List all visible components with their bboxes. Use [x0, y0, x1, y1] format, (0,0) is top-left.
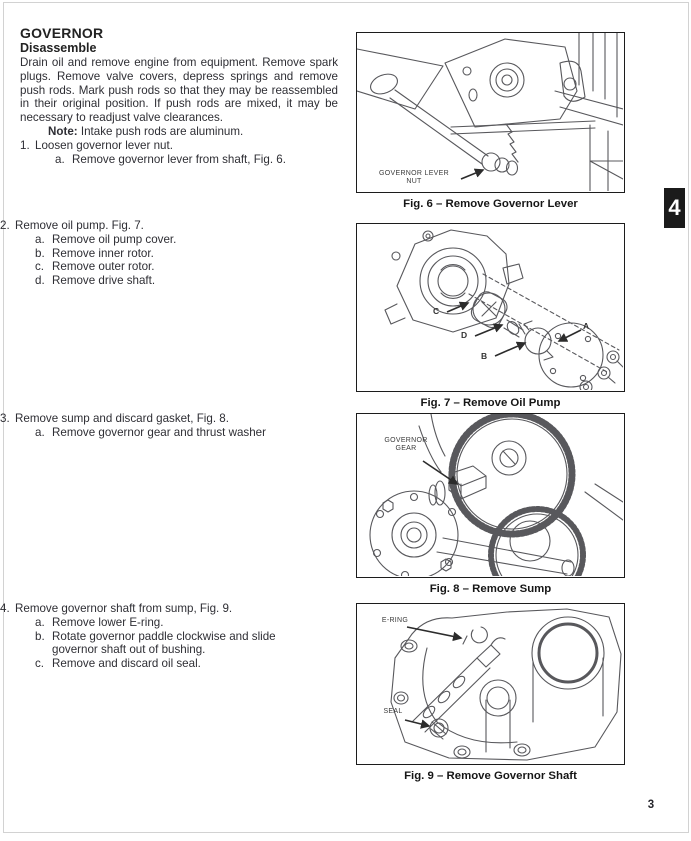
figure-9: E-RING SEAL Fig. 9 – Remove Governor Sha… — [356, 603, 625, 782]
step-4a: a.Remove lower E-ring. — [35, 615, 164, 629]
step-4c: c.Remove and discard oil seal. — [35, 657, 201, 671]
figure-8-drawing — [369, 414, 623, 576]
figure-caption: Fig. 7 – Remove Oil Pump — [420, 397, 561, 409]
callout-e-ring: E-RING — [381, 617, 409, 624]
figure-7-drawing — [384, 229, 623, 390]
step-2b: b.Remove inner rotor. — [35, 246, 154, 260]
callout-a: A — [583, 321, 590, 331]
step-3-block: 3.Remove sump and discard gasket, Fig. 8… — [0, 412, 318, 440]
callout-b: B — [481, 351, 488, 361]
figure-caption: Fig. 9 – Remove Governor Shaft — [404, 770, 577, 782]
step-3a: a.Remove governor gear and thrust washer — [35, 425, 266, 439]
step-2c: c.Remove outer rotor. — [35, 260, 155, 274]
figure-9-frame: E-RING SEAL — [356, 603, 625, 765]
text-column: GOVERNOR Disassemble Drain oil and remov… — [20, 25, 338, 166]
step-1a: a.Remove governor lever from shaft, Fig.… — [55, 152, 286, 166]
page-number: 3 — [647, 799, 655, 811]
figure-6-frame: GOVERNOR LEVER NUT — [356, 32, 625, 193]
step-2d: d.Remove drive shaft. — [35, 274, 156, 288]
callout-c: C — [433, 306, 440, 316]
page-title: GOVERNOR — [20, 25, 104, 41]
figure-7: C D B A Fig. 7 – Remove Oil Pump — [356, 223, 625, 409]
figure-6-drawing — [357, 33, 623, 191]
intro-paragraph: Drain oil and remove engine from equipme… — [20, 56, 338, 125]
step-2-block: 2.Remove oil pump. Fig. 7. a.Remove oil … — [0, 219, 318, 288]
step-3: 3.Remove sump and discard gasket, Fig. 8… — [0, 412, 229, 425]
step-1: 1.Loosen governor lever nut. — [20, 138, 173, 152]
step-2a: a.Remove oil pump cover. — [35, 232, 177, 246]
figure-6: GOVERNOR LEVER NUT Fig. 6 – Remove Gover… — [356, 32, 625, 210]
figure-caption: Fig. 8 – Remove Sump — [429, 583, 552, 595]
section-tab: 4 — [664, 188, 685, 228]
step-2: 2.Remove oil pump. Fig. 7. — [0, 219, 144, 232]
callout-d: D — [461, 330, 468, 340]
figure-7-frame: C D B A — [356, 223, 625, 392]
note-text: Intake push rods are aluminum. — [80, 124, 244, 138]
figure-8: GOVERNOR GEAR Fig. 8 – Remove Sump — [356, 413, 625, 595]
callout-governor-gear: GOVERNOR GEAR — [384, 437, 428, 452]
callout-governor-lever-nut: GOVERNOR LEVER NUT — [379, 170, 449, 185]
figure-caption: Fig. 6 – Remove Governor Lever — [403, 198, 578, 210]
figure-8-frame: GOVERNOR GEAR — [356, 413, 625, 578]
step-4: 4.Remove governor shaft from sump, Fig. … — [0, 602, 233, 615]
callout-seal: SEAL — [383, 708, 403, 715]
step-4b: b.Rotate governor paddle clockwise and s… — [35, 629, 276, 657]
note-line: Note: Intake push rods are aluminum. — [20, 125, 338, 139]
step-4-block: 4.Remove governor shaft from sump, Fig. … — [0, 602, 318, 671]
note-label: Note: — [48, 124, 78, 138]
figure-9-drawing — [390, 608, 622, 761]
section-subtitle: Disassemble — [20, 41, 97, 55]
